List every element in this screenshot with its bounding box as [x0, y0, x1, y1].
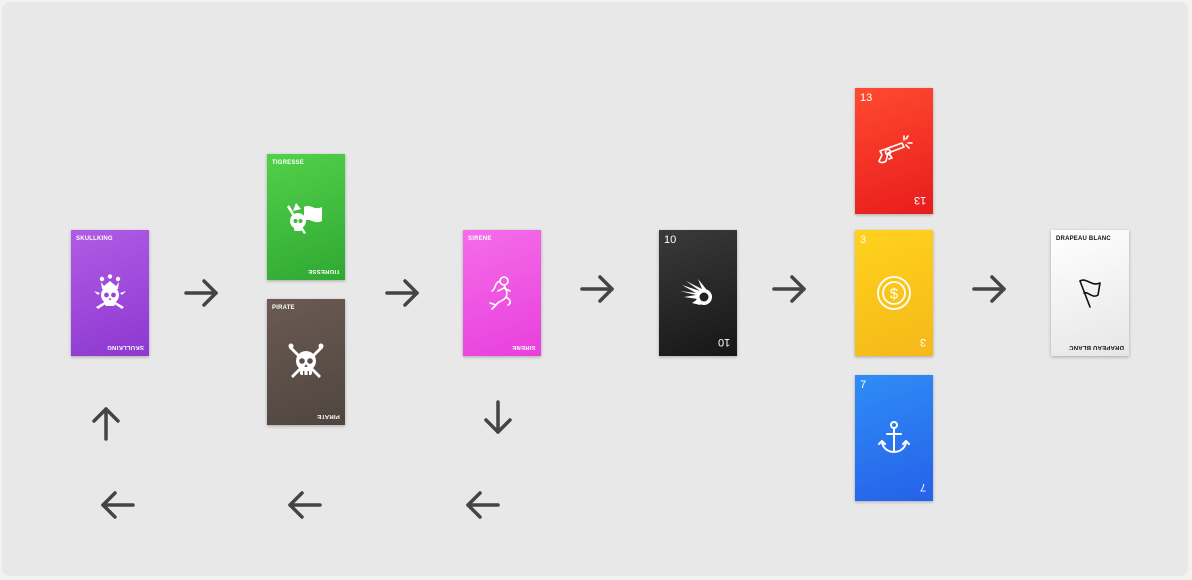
- skull-crown-icon: [90, 273, 130, 313]
- card-blue-7: 7 7: [855, 375, 933, 501]
- card-drapeau-blanc: DRAPEAU BLANC DRAPEAU BLANC: [1051, 230, 1129, 356]
- card-label-top: DRAPEAU BLANC: [1056, 236, 1111, 242]
- arrow-right-icon: [770, 269, 810, 309]
- card-value-top: 13: [860, 92, 873, 104]
- arrow-left-icon: [97, 485, 137, 525]
- card-value-top: 7: [860, 379, 867, 391]
- anchor-icon: [874, 418, 914, 458]
- arrow-left-icon: [284, 485, 324, 525]
- card-sirene: SIRENE SIRENE: [463, 230, 541, 356]
- card-label-bottom: PIRATE: [317, 413, 340, 419]
- cannonball-icon: [678, 273, 718, 313]
- card-value-bottom: 3: [919, 336, 926, 348]
- card-pirate: PIRATE PIRATE: [267, 299, 345, 425]
- arrow-right-icon: [182, 273, 222, 313]
- card-label-bottom: TIGRESSE: [308, 268, 340, 274]
- card-red-13: 13 13: [855, 88, 933, 214]
- card-label-bottom: SKULLKING: [107, 344, 144, 350]
- skull-crossbones-icon: [286, 342, 326, 382]
- card-value-bottom: 7: [919, 481, 926, 493]
- card-black-10: 10 10: [659, 230, 737, 356]
- white-flag-icon: [1070, 273, 1110, 313]
- pirate-flag-icon: [286, 197, 326, 237]
- svg-text:$: $: [890, 286, 899, 303]
- arrow-right-icon: [383, 273, 423, 313]
- card-value-top: 10: [664, 234, 677, 246]
- card-tigresse: TIGRESSE TIGRESSE: [267, 154, 345, 280]
- card-value-bottom: 13: [913, 194, 926, 206]
- arrow-down-icon: [478, 398, 518, 438]
- arrow-right-icon: [970, 269, 1010, 309]
- card-label-top: SKULLKING: [76, 236, 113, 242]
- card-skullking: SKULLKING SKULLKING: [71, 230, 149, 356]
- card-label-top: SIRENE: [468, 236, 492, 242]
- pistol-icon: [874, 131, 914, 171]
- arrow-up-icon: [86, 403, 126, 443]
- card-value-bottom: 10: [717, 336, 730, 348]
- card-yellow-3: 3 $ 3: [855, 230, 933, 356]
- coin-icon: $: [874, 273, 914, 313]
- card-label-top: PIRATE: [272, 305, 295, 311]
- card-label-top: TIGRESSE: [272, 160, 304, 166]
- card-label-bottom: SIRENE: [512, 344, 536, 350]
- card-value-top: 3: [860, 234, 867, 246]
- card-label-bottom: DRAPEAU BLANC: [1069, 344, 1124, 350]
- mermaid-icon: [482, 273, 522, 313]
- arrow-left-icon: [462, 485, 502, 525]
- arrow-right-icon: [578, 269, 618, 309]
